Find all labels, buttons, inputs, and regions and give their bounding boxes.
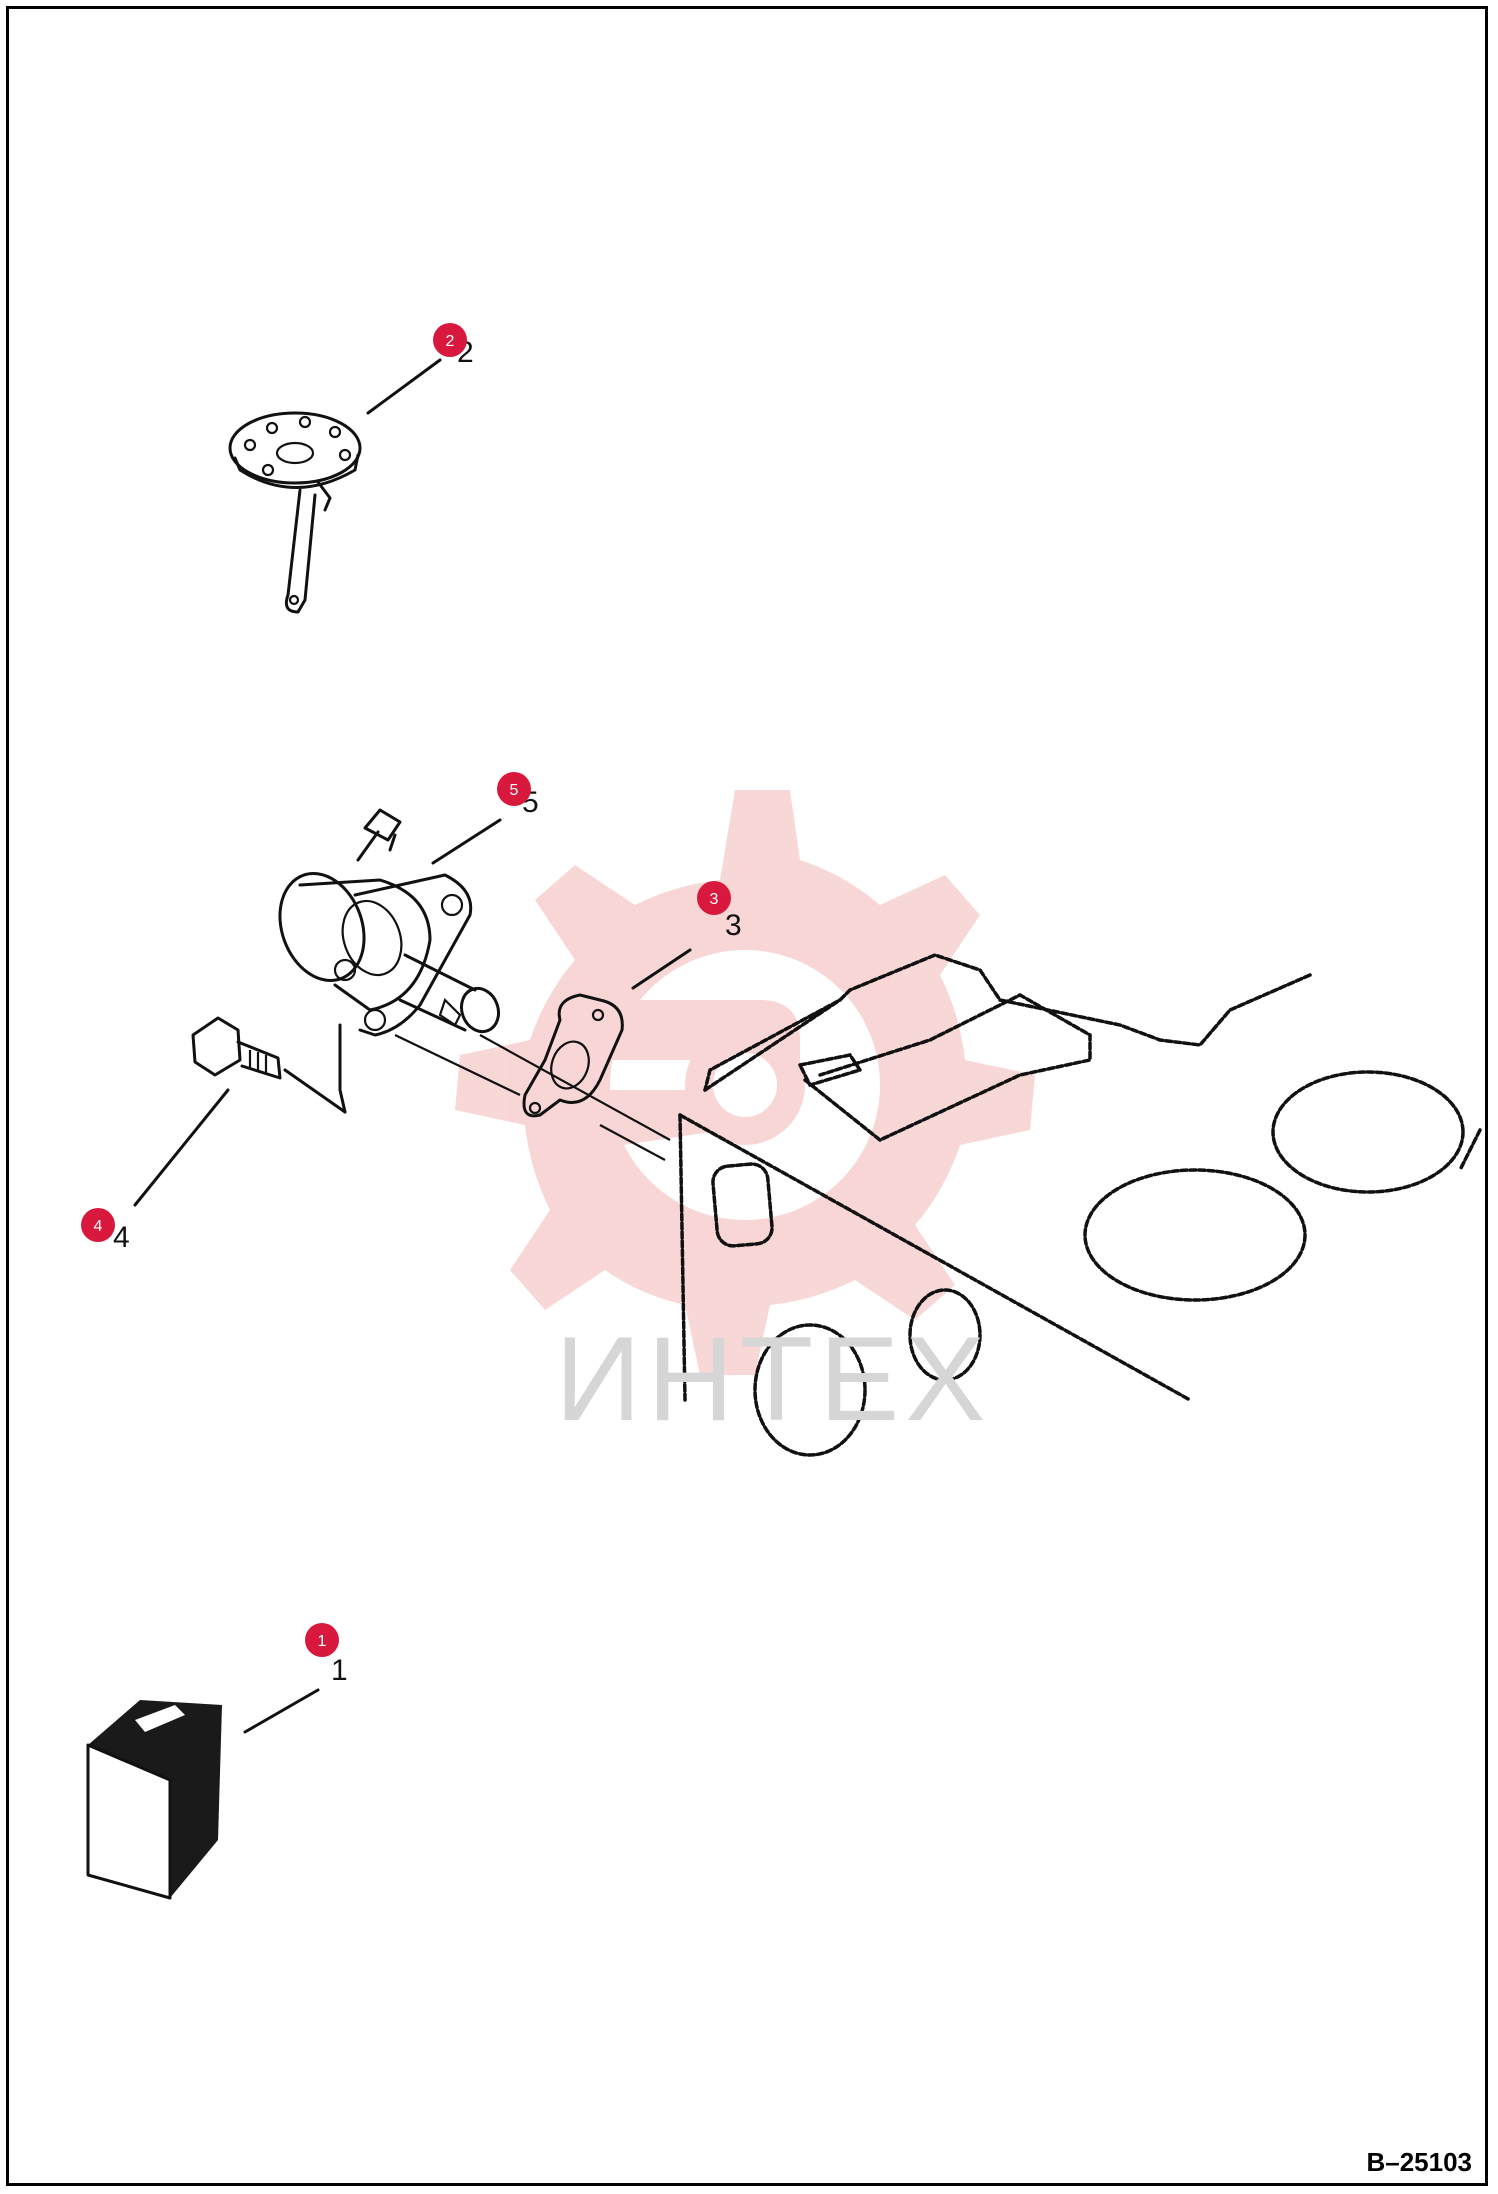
callout-4-badge-number: 4 xyxy=(94,1218,103,1235)
part-3-gasket xyxy=(522,993,624,1118)
watermark-gear-icon xyxy=(455,790,1035,1375)
callout-1-label: 1 xyxy=(331,1654,348,1687)
leader-line-3 xyxy=(631,948,692,990)
callout-5-badge[interactable]: 5 xyxy=(497,772,531,806)
engine-block-outline xyxy=(678,953,1482,1457)
callout-3-badge[interactable]: 3 xyxy=(697,881,731,915)
alignment-line-upper xyxy=(479,1034,671,1141)
callout-2-badge[interactable]: 2 xyxy=(433,323,467,357)
callout-3-badge-number: 3 xyxy=(710,891,719,908)
part-5-pump xyxy=(278,808,501,1114)
callout-4-badge[interactable]: 4 xyxy=(81,1208,115,1242)
leader-line-4 xyxy=(133,1088,230,1207)
alignment-line-lower xyxy=(394,1034,666,1161)
part-1-kit-box xyxy=(86,1700,222,1900)
callout-3-label: 3 xyxy=(725,909,742,942)
leader-line-5 xyxy=(431,818,502,865)
watermark-text: ИНТЕХ xyxy=(555,1312,992,1446)
part-4-bolt xyxy=(191,1016,282,1080)
callout-1-badge[interactable]: 1 xyxy=(305,1623,339,1657)
callout-1-badge-number: 1 xyxy=(318,1633,327,1650)
drawing-id: B–25103 xyxy=(1366,2147,1472,2177)
callout-2-badge-number: 2 xyxy=(446,333,455,350)
leader-line-2 xyxy=(366,358,442,415)
leader-line-1 xyxy=(243,1688,320,1734)
callout-5-badge-number: 5 xyxy=(510,782,519,799)
part-2-flange-rod xyxy=(228,411,362,614)
callout-4-label: 4 xyxy=(113,1221,130,1254)
